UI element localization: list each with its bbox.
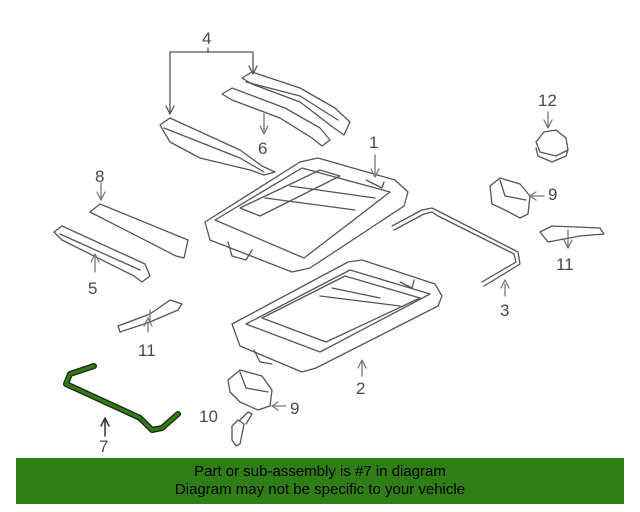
part-6-rail — [221, 87, 331, 147]
part-8-trim — [89, 182, 189, 259]
part-9-bracket-lower — [227, 369, 287, 411]
part-12-cap — [535, 111, 569, 163]
callout-7[interactable]: 7 — [99, 437, 108, 456]
callout-labels: 4 6 1 12 8 9 11 5 3 11 2 9 10 7 — [88, 29, 574, 456]
callout-4[interactable]: 4 — [202, 29, 211, 48]
banner-line-part-number: Part or sub-assembly is #7 in diagram — [194, 463, 446, 480]
part-9-bracket-upper — [489, 177, 545, 219]
part-11-bracket-right — [539, 225, 605, 249]
callout-11-left[interactable]: 11 — [138, 341, 156, 360]
callout-5[interactable]: 5 — [88, 279, 97, 298]
part-2-frame — [231, 259, 443, 377]
callout-2[interactable]: 2 — [356, 379, 365, 398]
part-10-clip — [231, 411, 253, 447]
part-1-glass-panel — [204, 154, 409, 273]
part-7-highlighted-seal[interactable] — [63, 363, 181, 437]
part-3-seal — [391, 207, 521, 297]
callout-9-upper[interactable]: 9 — [548, 185, 557, 204]
banner-line-disclaimer: Diagram may not be specific to your vehi… — [174, 481, 466, 498]
part-4-leader — [165, 47, 258, 115]
part-info-banner: Part or sub-assembly is #7 in diagram Di… — [16, 458, 624, 504]
sunroof-parts-diagram: 4 6 1 12 8 9 11 5 3 11 2 9 10 7 — [53, 29, 605, 456]
part-11-bracket-left — [117, 299, 183, 333]
callout-6[interactable]: 6 — [258, 139, 267, 158]
callout-3[interactable]: 3 — [500, 301, 509, 320]
callout-11-right[interactable]: 11 — [556, 255, 574, 274]
callout-9-lower[interactable]: 9 — [290, 399, 299, 418]
callout-8[interactable]: 8 — [95, 167, 104, 186]
callout-12[interactable]: 12 — [538, 91, 557, 110]
part-5-garnish — [53, 225, 151, 283]
part-4-deflector — [159, 71, 351, 176]
callout-10[interactable]: 10 — [199, 407, 218, 426]
callout-1[interactable]: 1 — [369, 133, 378, 152]
